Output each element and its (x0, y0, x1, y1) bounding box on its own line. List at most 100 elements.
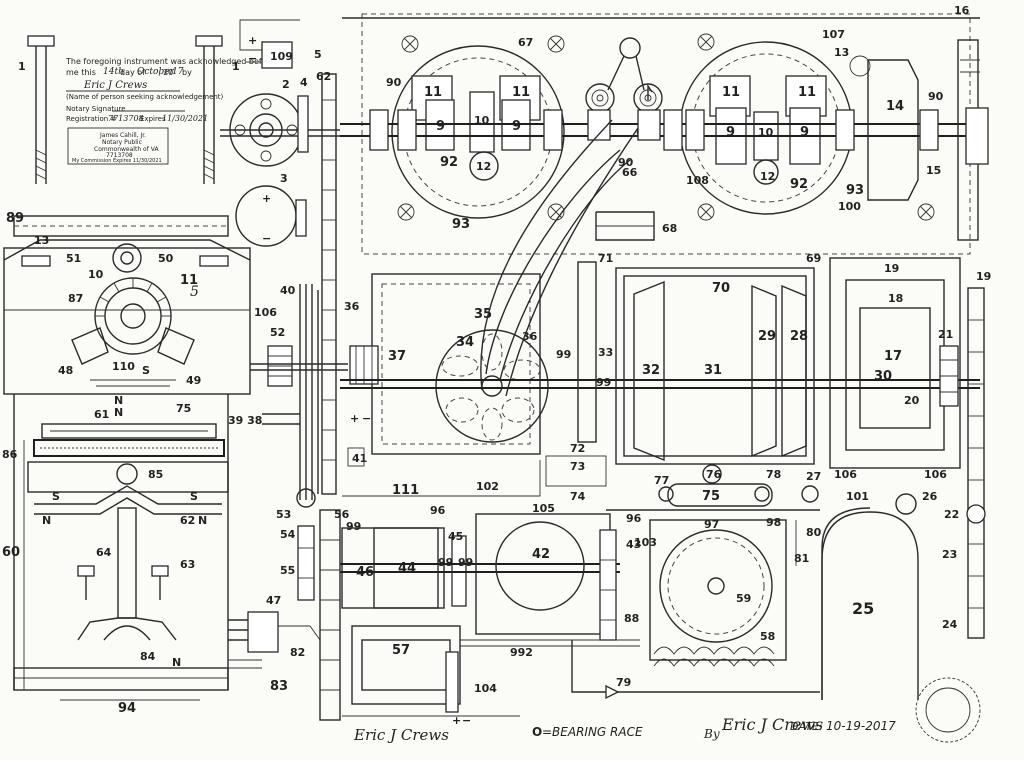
plus-2: + (262, 192, 271, 205)
label-56: 56 (334, 508, 350, 521)
label-50: 50 (158, 252, 174, 265)
label-41: 41 (352, 452, 367, 465)
label-86: 86 (2, 448, 18, 461)
right-chain: 22 23 24 (942, 287, 986, 639)
notary-person-caption: (Name of person seeking acknowledgement) (66, 93, 224, 101)
notary-by: by (182, 68, 192, 77)
minus-1: − (248, 52, 257, 65)
screw-right (151, 565, 169, 600)
label-34: 34 (456, 335, 474, 350)
label-11c: 11 (512, 85, 530, 100)
label-54: 54 (280, 528, 296, 541)
label-33: 33 (598, 346, 613, 359)
label-104: 104 (474, 682, 497, 695)
notary-day: 14th (103, 67, 124, 77)
notary-stamp-title: Notary Public (102, 139, 142, 146)
label-11e: 11 (798, 85, 816, 100)
label-66: 66 (622, 166, 638, 179)
label-17: 17 (884, 349, 902, 364)
label-19b: 19 (976, 270, 991, 283)
pole-s-3: S (190, 490, 198, 503)
notary-stamp: James Cahill, Jr. Notary Public Commonwe… (67, 127, 169, 165)
label-78: 78 (766, 468, 781, 481)
label-110: 110 (112, 360, 135, 373)
label-90b: 90 (928, 90, 944, 103)
label-74: 74 (570, 490, 586, 503)
label-93b: 93 (846, 183, 864, 198)
label-2: 2 (282, 78, 290, 91)
label-5b: 5 (314, 48, 322, 61)
label-55: 55 (280, 564, 295, 577)
signature-right: Eric J Crews (721, 715, 823, 734)
pole-n-5: N (172, 656, 181, 669)
label-57: 57 (392, 643, 410, 658)
label-14: 14 (886, 99, 904, 114)
chain-drive-62: 5 62 (314, 48, 341, 721)
label-45: 45 (448, 530, 463, 543)
label-80: 80 (806, 526, 822, 539)
label-79: 79 (616, 676, 631, 689)
label-108: 108 (686, 174, 709, 187)
label-51a: 51 (66, 252, 81, 265)
label-82: 82 (290, 646, 305, 659)
label-99c: 99 (596, 376, 611, 389)
label-111: 111 (392, 483, 419, 498)
label-22: 22 (944, 508, 959, 521)
label-26: 26 (922, 490, 938, 503)
label-106b: 106 (834, 468, 857, 481)
label-1a: 1 (18, 60, 26, 73)
pole-s-2: S (52, 490, 60, 503)
label-85: 85 (148, 468, 163, 481)
label-13: 13 (34, 234, 49, 247)
minus-4: − (462, 714, 471, 727)
plus-4: + (452, 714, 461, 727)
label-70: 70 (712, 281, 730, 296)
label-67: 67 (518, 36, 533, 49)
label-61: 61 (94, 408, 109, 421)
label-103: 103 (634, 536, 657, 549)
notary-registration-number: 7713708 (108, 114, 144, 123)
label-92a: 92 (440, 155, 458, 170)
label-10c: 10 (758, 126, 774, 139)
label-94: 94 (118, 701, 136, 716)
notary-signature-label: Notary Signature (66, 105, 126, 113)
label-62b: 62 (316, 70, 331, 83)
date-label: DATE: (790, 720, 823, 733)
bolt-left (27, 35, 55, 184)
label-11b: 11 (424, 85, 442, 100)
label-25: 25 (852, 599, 874, 618)
label-102: 102 (476, 480, 499, 493)
label-63: 63 (180, 558, 195, 571)
coil-box-19: 19 18 17 30 20 21 106 106 19 (829, 257, 991, 481)
label-30: 30 (874, 369, 892, 384)
label-42: 42 (532, 547, 550, 562)
shaft-33: 71 33 99 99 72 73 74 (545, 252, 613, 503)
label-29: 29 (758, 329, 776, 344)
label-9a: 9 (436, 119, 445, 134)
notary-stamp-expiry: My Commission Expires 11/30/2021 (72, 158, 162, 164)
notary-year: 17 (172, 67, 184, 77)
label-39-38: 39 38 (228, 414, 262, 427)
label-87: 87 (68, 292, 83, 305)
notary-stamp-state: Commonwealth of VA (94, 146, 159, 153)
label-99e: 99 (458, 556, 473, 569)
label-101: 101 (846, 490, 869, 503)
by-label: By (703, 727, 720, 741)
label-5a: 5 (190, 284, 199, 300)
top-engine-block: 67 107 16 11 11 9 10 9 12 92 93 (340, 4, 989, 255)
minus-2: − (262, 232, 271, 245)
label-52: 52 (270, 326, 285, 339)
label-72: 72 (570, 442, 585, 455)
label-84: 84 (140, 650, 156, 663)
pole-n-3: N (42, 514, 51, 527)
label-43: 43 (626, 538, 641, 551)
label-88: 88 (624, 612, 639, 625)
coil-58 (653, 646, 775, 667)
notary-expires-label: Expires (140, 115, 166, 123)
label-37: 37 (388, 349, 406, 364)
notary-year-prefix: , 20 (158, 68, 173, 77)
label-64a: 64 (96, 546, 112, 559)
label-11d: 11 (722, 85, 740, 100)
notary-stamp-name: James Cahill, Jr. (99, 132, 146, 139)
